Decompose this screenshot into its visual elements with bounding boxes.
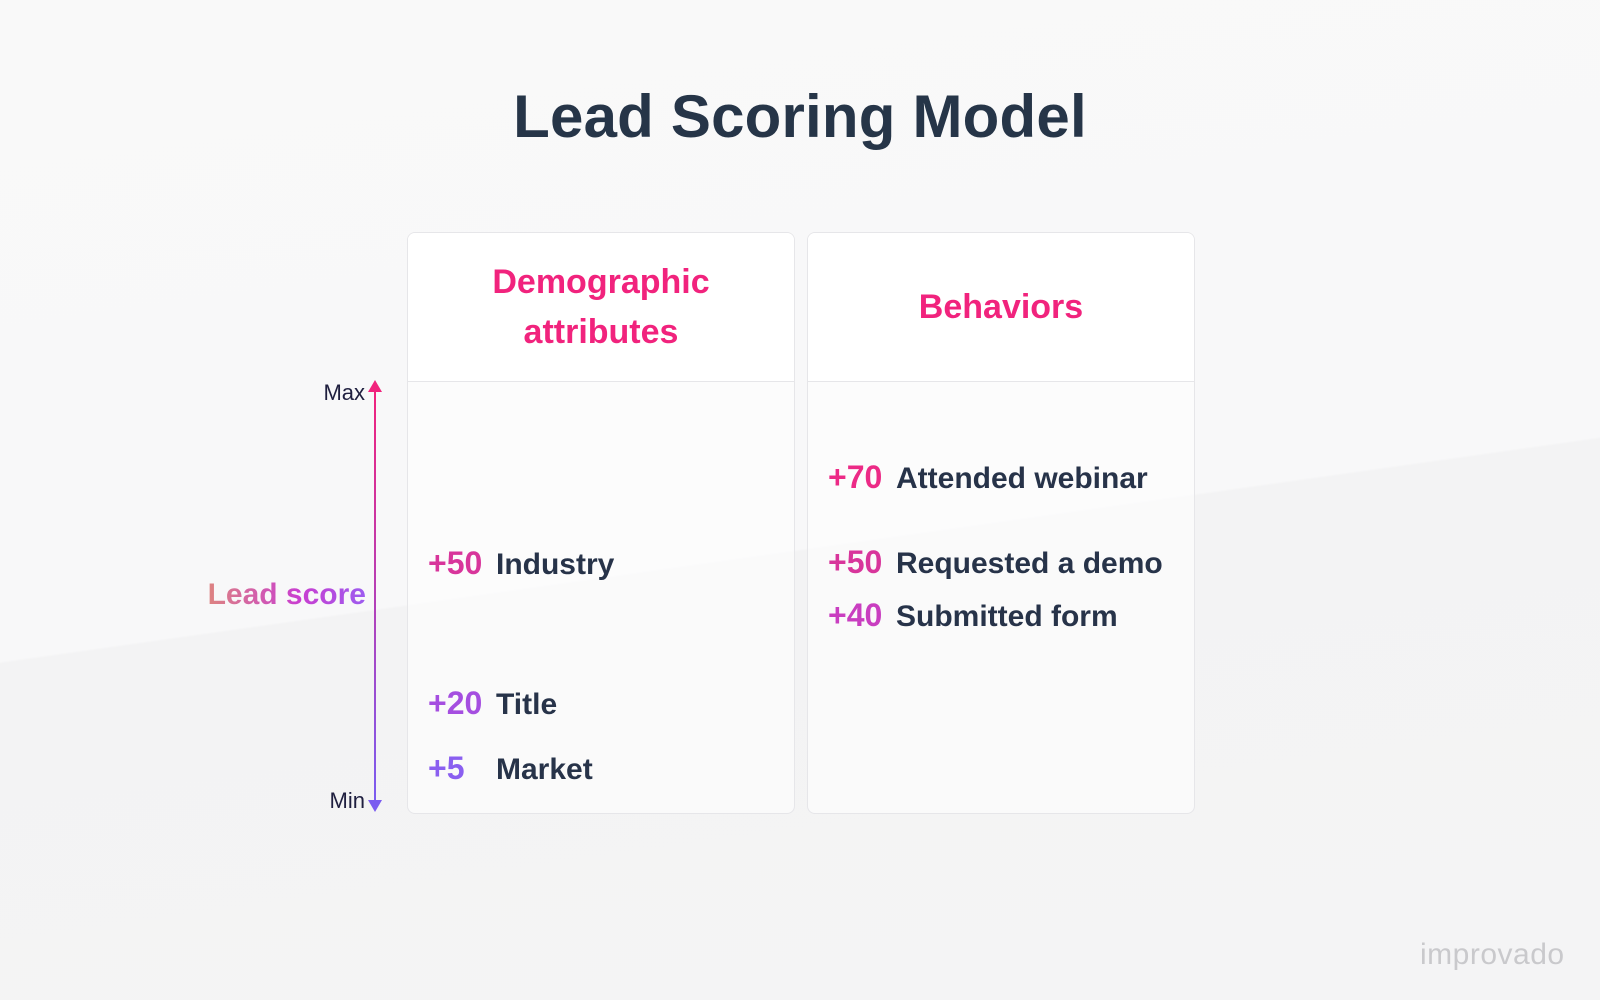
score-item: +50 Requested a demo xyxy=(828,544,1163,581)
score-points: +50 xyxy=(828,544,883,580)
score-points: +5 xyxy=(428,750,465,786)
score-label: Submitted form xyxy=(896,600,1118,633)
axis-arrow-down-icon xyxy=(368,800,382,812)
score-item: +5 Market xyxy=(428,750,593,787)
demographic-card: Demographic attributes +50 Industry +20 … xyxy=(407,232,795,814)
score-item: +20 Title xyxy=(428,685,557,722)
score-item: +40 Submitted form xyxy=(828,597,1118,634)
score-points: +70 xyxy=(828,459,883,495)
score-label: Requested a demo xyxy=(896,547,1163,580)
score-label: Title xyxy=(496,688,558,721)
axis-min-label: Min xyxy=(329,788,365,813)
lead-score-axis xyxy=(368,380,382,812)
improvado-logo: improvado xyxy=(1420,938,1565,971)
card-heading: Behaviors xyxy=(918,288,1084,326)
behaviors-card: Behaviors +70 Attended webinar +50 Reque… xyxy=(807,232,1195,814)
axis-arrow-up-icon xyxy=(368,380,382,392)
score-label: Market xyxy=(496,753,593,786)
card-header: Demographic attributes xyxy=(408,233,794,382)
card-heading: Demographic attributes xyxy=(492,263,710,351)
score-points: +20 xyxy=(428,685,483,721)
score-label: Industry xyxy=(496,548,615,581)
score-item: +70 Attended webinar xyxy=(828,459,1148,496)
axis-line xyxy=(374,390,376,802)
card-header: Behaviors xyxy=(808,233,1194,382)
axis-max-label: Max xyxy=(323,380,365,405)
page-title: Lead Scoring Model xyxy=(513,83,1087,150)
score-points: +40 xyxy=(828,597,883,633)
score-label: Attended webinar xyxy=(896,462,1148,495)
score-item: +50 Industry xyxy=(428,545,614,582)
score-points: +50 xyxy=(428,545,483,581)
lead-score-label: Lead score xyxy=(200,578,366,612)
